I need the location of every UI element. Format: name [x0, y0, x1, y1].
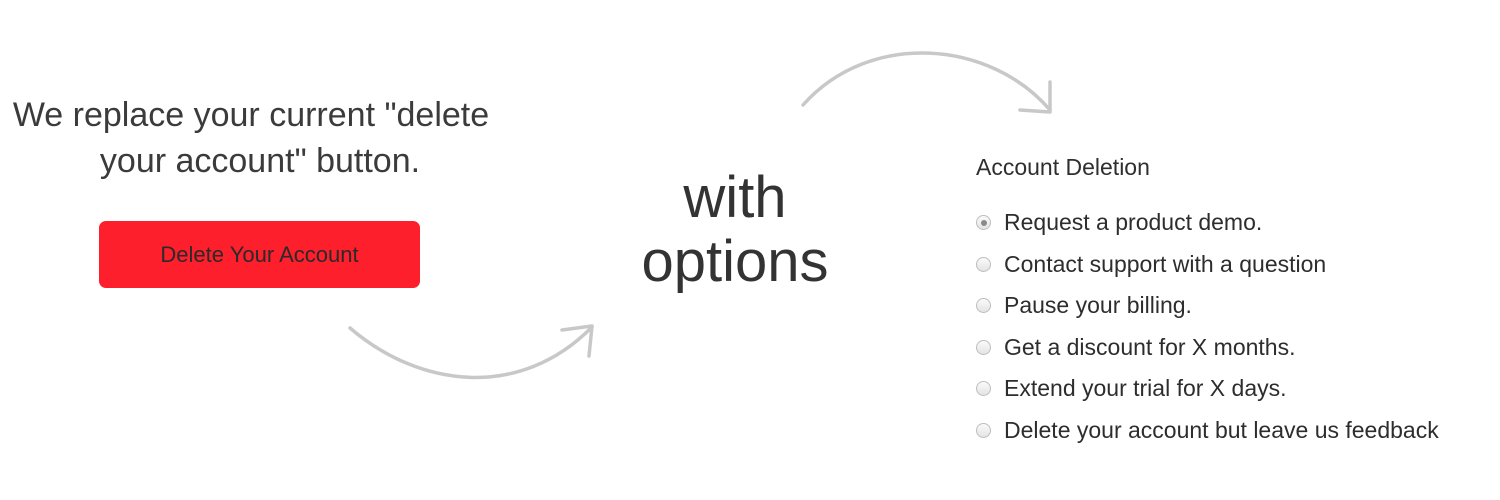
radio-button-checked[interactable] [976, 215, 991, 231]
option-label: Get a discount for X months. [1004, 333, 1296, 360]
options-word: options [641, 229, 829, 294]
option-label: Request a product demo. [1004, 209, 1263, 236]
option-label: Pause your billing. [1004, 292, 1192, 319]
intro-text: We replace your current "delete your acc… [0, 92, 520, 184]
option-extend-trial[interactable]: Extend your trial for X days. [976, 368, 1500, 410]
radio-button[interactable] [976, 256, 991, 272]
delete-account-button[interactable]: Delete Your Account [99, 221, 420, 288]
lower-arrow-head [560, 324, 594, 358]
with-word: with [683, 165, 787, 230]
upper-arrow-path [801, 51, 1052, 112]
radio-button[interactable] [976, 298, 991, 314]
option-contact-support[interactable]: Contact support with a question [976, 244, 1500, 286]
account-deletion-panel: Account Deletion Request a product demo.… [976, 152, 1500, 451]
option-request-demo[interactable]: Request a product demo. [976, 202, 1500, 244]
option-delete-with-feedback[interactable]: Delete your account but leave us feedbac… [976, 410, 1500, 452]
option-label: Extend your trial for X days. [1004, 375, 1287, 402]
radio-button[interactable] [976, 339, 991, 355]
lower-arrow-path [348, 325, 594, 380]
with-options-text: with options [600, 166, 870, 294]
option-pause-billing[interactable]: Pause your billing. [976, 285, 1500, 327]
radio-button[interactable] [976, 422, 991, 438]
intro-line-2: your account" button. [99, 142, 421, 180]
panel-title: Account Deletion [976, 154, 1150, 180]
option-discount[interactable]: Get a discount for X months. [976, 327, 1500, 369]
intro-line-1: We replace your current "delete [12, 96, 490, 134]
upper-arrow-head [1018, 80, 1052, 114]
option-label: Contact support with a question [1004, 250, 1327, 277]
radio-button[interactable] [976, 381, 991, 397]
option-label: Delete your account but leave us feedbac… [1004, 416, 1439, 443]
